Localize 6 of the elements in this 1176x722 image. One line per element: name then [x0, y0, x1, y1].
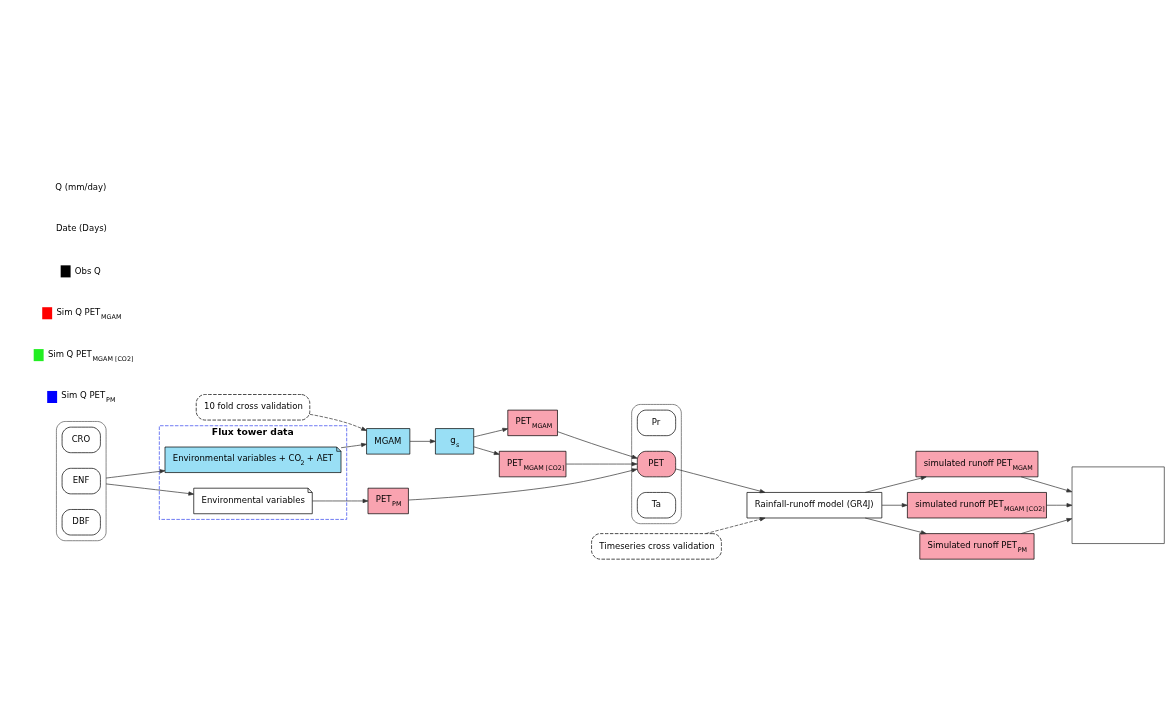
legend-label: Sim Q PET$_{MGAM [CO2]}$ [47, 348, 134, 363]
label: Date (Days) [56, 222, 107, 233]
label: Q (mm/day) [55, 181, 107, 192]
legend-label: Sim Q PET$_{MGAM}$ [56, 306, 122, 321]
legend-label: Sim Q PET$_{PM}$ [61, 389, 116, 404]
legend-label: Obs Q [74, 265, 101, 276]
